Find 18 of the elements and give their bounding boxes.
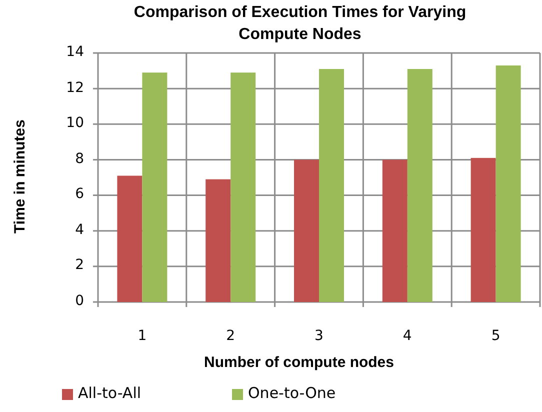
tick-label: 14 — [65, 44, 84, 60]
tick-label: 3 — [314, 328, 324, 344]
tick-label: 5 — [490, 328, 502, 344]
legend-label: One-to-One — [248, 384, 336, 402]
tick-label: 6 — [74, 186, 84, 202]
tick-label: 2 — [225, 328, 236, 344]
tick-label: 1 — [136, 328, 148, 344]
tick-label: 4 — [402, 328, 413, 344]
chart-title: Comparison of Execution Times for Varying Compute Nodes — [132, 3, 468, 45]
legend-label: All-to-All — [78, 384, 142, 402]
tick-label: 2 — [74, 257, 84, 274]
tick-label: 12 — [65, 80, 84, 96]
axis-title: Number of compute nodes — [202, 354, 395, 371]
tick-label: 0 — [74, 293, 84, 309]
tick-label: 8 — [74, 150, 84, 167]
tick-label: 4 — [74, 222, 84, 238]
tick-label: 10 — [65, 115, 84, 132]
axis-title: Time in minutes — [12, 118, 28, 236]
